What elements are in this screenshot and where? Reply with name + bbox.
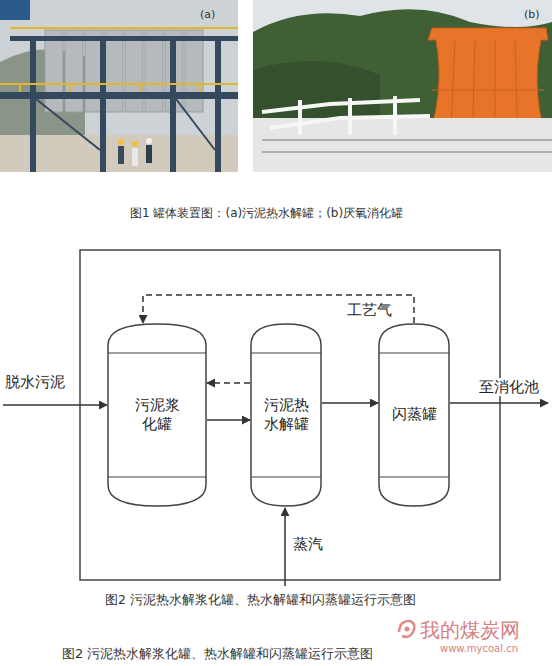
outlet-label: 至消化池 (477, 378, 541, 396)
tower-rib (432, 90, 544, 91)
column (215, 36, 221, 172)
column (170, 36, 176, 172)
column (100, 36, 106, 172)
steel-tank (65, 30, 83, 112)
tank-label: 污泥热水解罐 (263, 396, 310, 435)
tank-band (251, 352, 321, 353)
tank-band (379, 352, 449, 353)
edge-label: 工艺气 (346, 301, 393, 319)
tank-body (251, 324, 321, 506)
railings (0, 28, 238, 92)
worker (146, 145, 152, 163)
tank-node: 闪蒸罐 (378, 323, 450, 507)
workers (118, 138, 152, 166)
rail-post (19, 84, 21, 92)
steel-tanks (45, 30, 203, 112)
photo-b (253, 0, 552, 172)
rail (10, 27, 238, 29)
rail-post (199, 84, 201, 92)
watermark-logo (399, 621, 414, 637)
pipe (262, 139, 552, 141)
outlet-arrow (450, 402, 548, 404)
photo-structure (0, 0, 30, 20)
watermark: 我的煤炭网 (420, 618, 520, 642)
logo-dot (405, 627, 410, 632)
inlet-label: 脱水污泥 (5, 373, 65, 391)
photo-tag: (b) (524, 8, 540, 21)
tank-text-area: 污泥浆化罐 (107, 323, 207, 507)
worker (118, 146, 124, 164)
steel-tank (45, 30, 63, 112)
brace (176, 99, 215, 150)
beam (10, 36, 238, 41)
rail-post (139, 84, 141, 92)
tank-label: 污泥浆化罐 (134, 396, 181, 435)
tank-band (108, 352, 206, 353)
pipe (298, 100, 302, 135)
steel-tank (145, 30, 163, 112)
tank-node: 污泥浆化罐 (107, 323, 207, 507)
photo-a (0, 0, 238, 172)
steel-tank (125, 30, 143, 112)
photo-sky (253, 0, 552, 172)
watermark: www.mycoal.cn (440, 643, 518, 655)
diagram-frame (80, 250, 500, 580)
tank-label: 闪蒸罐 (392, 405, 437, 425)
tank-text-area: 闪蒸罐 (378, 323, 450, 507)
steam-label: 蒸汽 (293, 535, 323, 553)
steel-frame (0, 36, 238, 172)
worker-hat (146, 138, 152, 144)
pipe-shadows (262, 140, 552, 152)
column (30, 36, 36, 172)
worker-hat (118, 139, 124, 145)
steam-arrow (284, 508, 286, 586)
logo-swirl (399, 621, 414, 637)
figure-caption: 图1 罐体装置图：(a)污泥热水解罐；(b)厌氧消化罐 (130, 206, 403, 220)
tank-body (108, 324, 206, 506)
tank-band (379, 476, 449, 477)
plant-deck (253, 118, 552, 172)
photo-hill (253, 9, 552, 172)
rail (0, 83, 238, 85)
steel-tank (105, 30, 123, 112)
brace (36, 99, 100, 150)
figure-caption: 图2 污泥热水解浆化罐、热水解罐和闪蒸罐运行示意图 (62, 646, 373, 662)
braces (36, 99, 215, 150)
flow-connector (322, 402, 378, 404)
inlet-arrow (3, 404, 107, 406)
tank-text-area: 污泥热水解罐 (250, 323, 322, 507)
tank-band (251, 476, 321, 477)
tank-node: 污泥热水解罐 (250, 323, 322, 507)
gas-return-connector (207, 382, 250, 384)
worker-hat (132, 141, 138, 147)
tank-body (379, 324, 449, 506)
steel-tank (185, 30, 203, 112)
flow-connector (207, 419, 250, 421)
pipe (393, 96, 397, 135)
worker (132, 148, 138, 166)
tank-band (108, 476, 206, 477)
pipes (262, 96, 430, 135)
photo-tag: (a) (200, 8, 215, 21)
photo-sky (0, 0, 238, 172)
pipe (262, 151, 552, 153)
gas-return-connector (143, 295, 414, 323)
rail-post (69, 84, 71, 92)
figure-caption: 图2 污泥热水解浆化罐、热水解罐和闪蒸罐运行示意图 (105, 592, 416, 607)
pipe (348, 98, 352, 135)
